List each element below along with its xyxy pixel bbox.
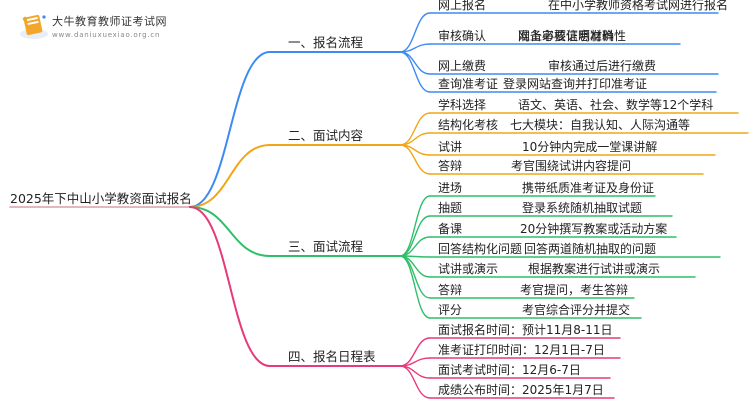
detail-text-1-2: 网上审核信息准确性 <box>518 28 626 43</box>
branch-connector-4 <box>189 206 271 367</box>
detail-text-2-3: 10分钟内完成一堂课讲解 <box>522 139 657 154</box>
child-label-3-7: 评分 <box>438 303 462 317</box>
child-connector-1-1 <box>399 12 431 53</box>
child-label-1-4: 查询准考证 <box>438 77 498 91</box>
detail-text-3-5: 根据教案进行试讲或演示 <box>528 261 660 276</box>
branch-label-2: 二、面试内容 <box>288 128 363 143</box>
child-label-3-1: 进场 <box>438 181 462 195</box>
child-label-2-3: 试讲 <box>438 139 462 154</box>
detail-text-3-3: 20分钟撰写教案或活动方案 <box>520 221 667 236</box>
child-label-3-4: 回答结构化问题 <box>438 241 522 256</box>
child-connector-2-1 <box>399 112 431 146</box>
child-label-2-2: 结构化考核 <box>438 117 498 132</box>
detail-text-3-4: 回答两道随机抽取的问题 <box>524 241 656 256</box>
child-label-1-1: 网上报名 <box>438 0 486 12</box>
child-connector-4-4 <box>399 365 431 399</box>
child-label-2-4: 答辩 <box>438 158 462 173</box>
child-label-1-2: 审核确认 <box>438 28 486 43</box>
detail-text-3-1: 携带纸质准考证及身份证 <box>522 180 654 195</box>
branch-label-4: 四、报名日程表 <box>288 349 376 364</box>
child-label-1-3: 网上缴费 <box>438 58 486 73</box>
detail-text-1-2: 准备必要证明材料 <box>518 29 614 43</box>
detail-text-1-4: 登录网站查询并打印准考证 <box>503 76 647 91</box>
branch-connector-1 <box>189 51 271 208</box>
detail-text-3-2: 登录系统随机抽取试题 <box>522 200 642 215</box>
child-label-4-2: 准考证打印时间：12月1日-7日 <box>438 343 605 357</box>
child-label-3-5: 试讲或演示 <box>438 261 498 276</box>
book-logo-icon <box>20 14 48 39</box>
logo-subtitle: www.daniuxuexiao.org.cn <box>52 31 161 39</box>
detail-text-1-1: 在中小学教师资格考试网进行报名 <box>548 0 728 12</box>
child-label-4-4: 成绩公布时间：2025年1月7日 <box>438 383 604 397</box>
branch-connector-2 <box>189 144 271 208</box>
detail-text-1-3: 审核通过后进行缴费 <box>548 58 656 73</box>
detail-text-3-6: 考官提问，考生答辩 <box>520 282 628 297</box>
child-label-4-3: 面试考试时间：12月6-7日 <box>438 362 581 377</box>
child-label-2-1: 学科选择 <box>438 97 486 112</box>
child-connector-3-7 <box>399 255 431 319</box>
child-connector-3-2 <box>399 215 431 257</box>
branch-connector-3 <box>189 206 271 257</box>
child-connector-1-4 <box>399 51 431 93</box>
root-topic: 2025年下中山小学教资面试报名 <box>10 191 192 206</box>
detail-text-2-1: 语文、英语、社会、数学等12个学科 <box>518 97 713 112</box>
logo-title: 大牛教育教师证考试网 <box>52 15 167 28</box>
branch-label-1: 一、报名流程 <box>288 35 364 50</box>
detail-text-3-7: 考官综合评分并提交 <box>522 302 630 317</box>
detail-text-2-2: 七大模块：自我认知、人际沟通等 <box>510 118 690 132</box>
detail-text-2-4: 考官围绕试讲内容提问 <box>511 158 631 173</box>
child-label-4-1: 面试报名时间：预计11月8-11日 <box>438 322 613 337</box>
child-label-3-6: 答辩 <box>438 282 462 297</box>
child-label-3-3: 备课 <box>438 222 462 236</box>
branch-label-3: 三、面试流程 <box>288 239 364 254</box>
child-connector-2-4 <box>399 144 431 175</box>
child-label-3-2: 抽题 <box>438 201 462 215</box>
